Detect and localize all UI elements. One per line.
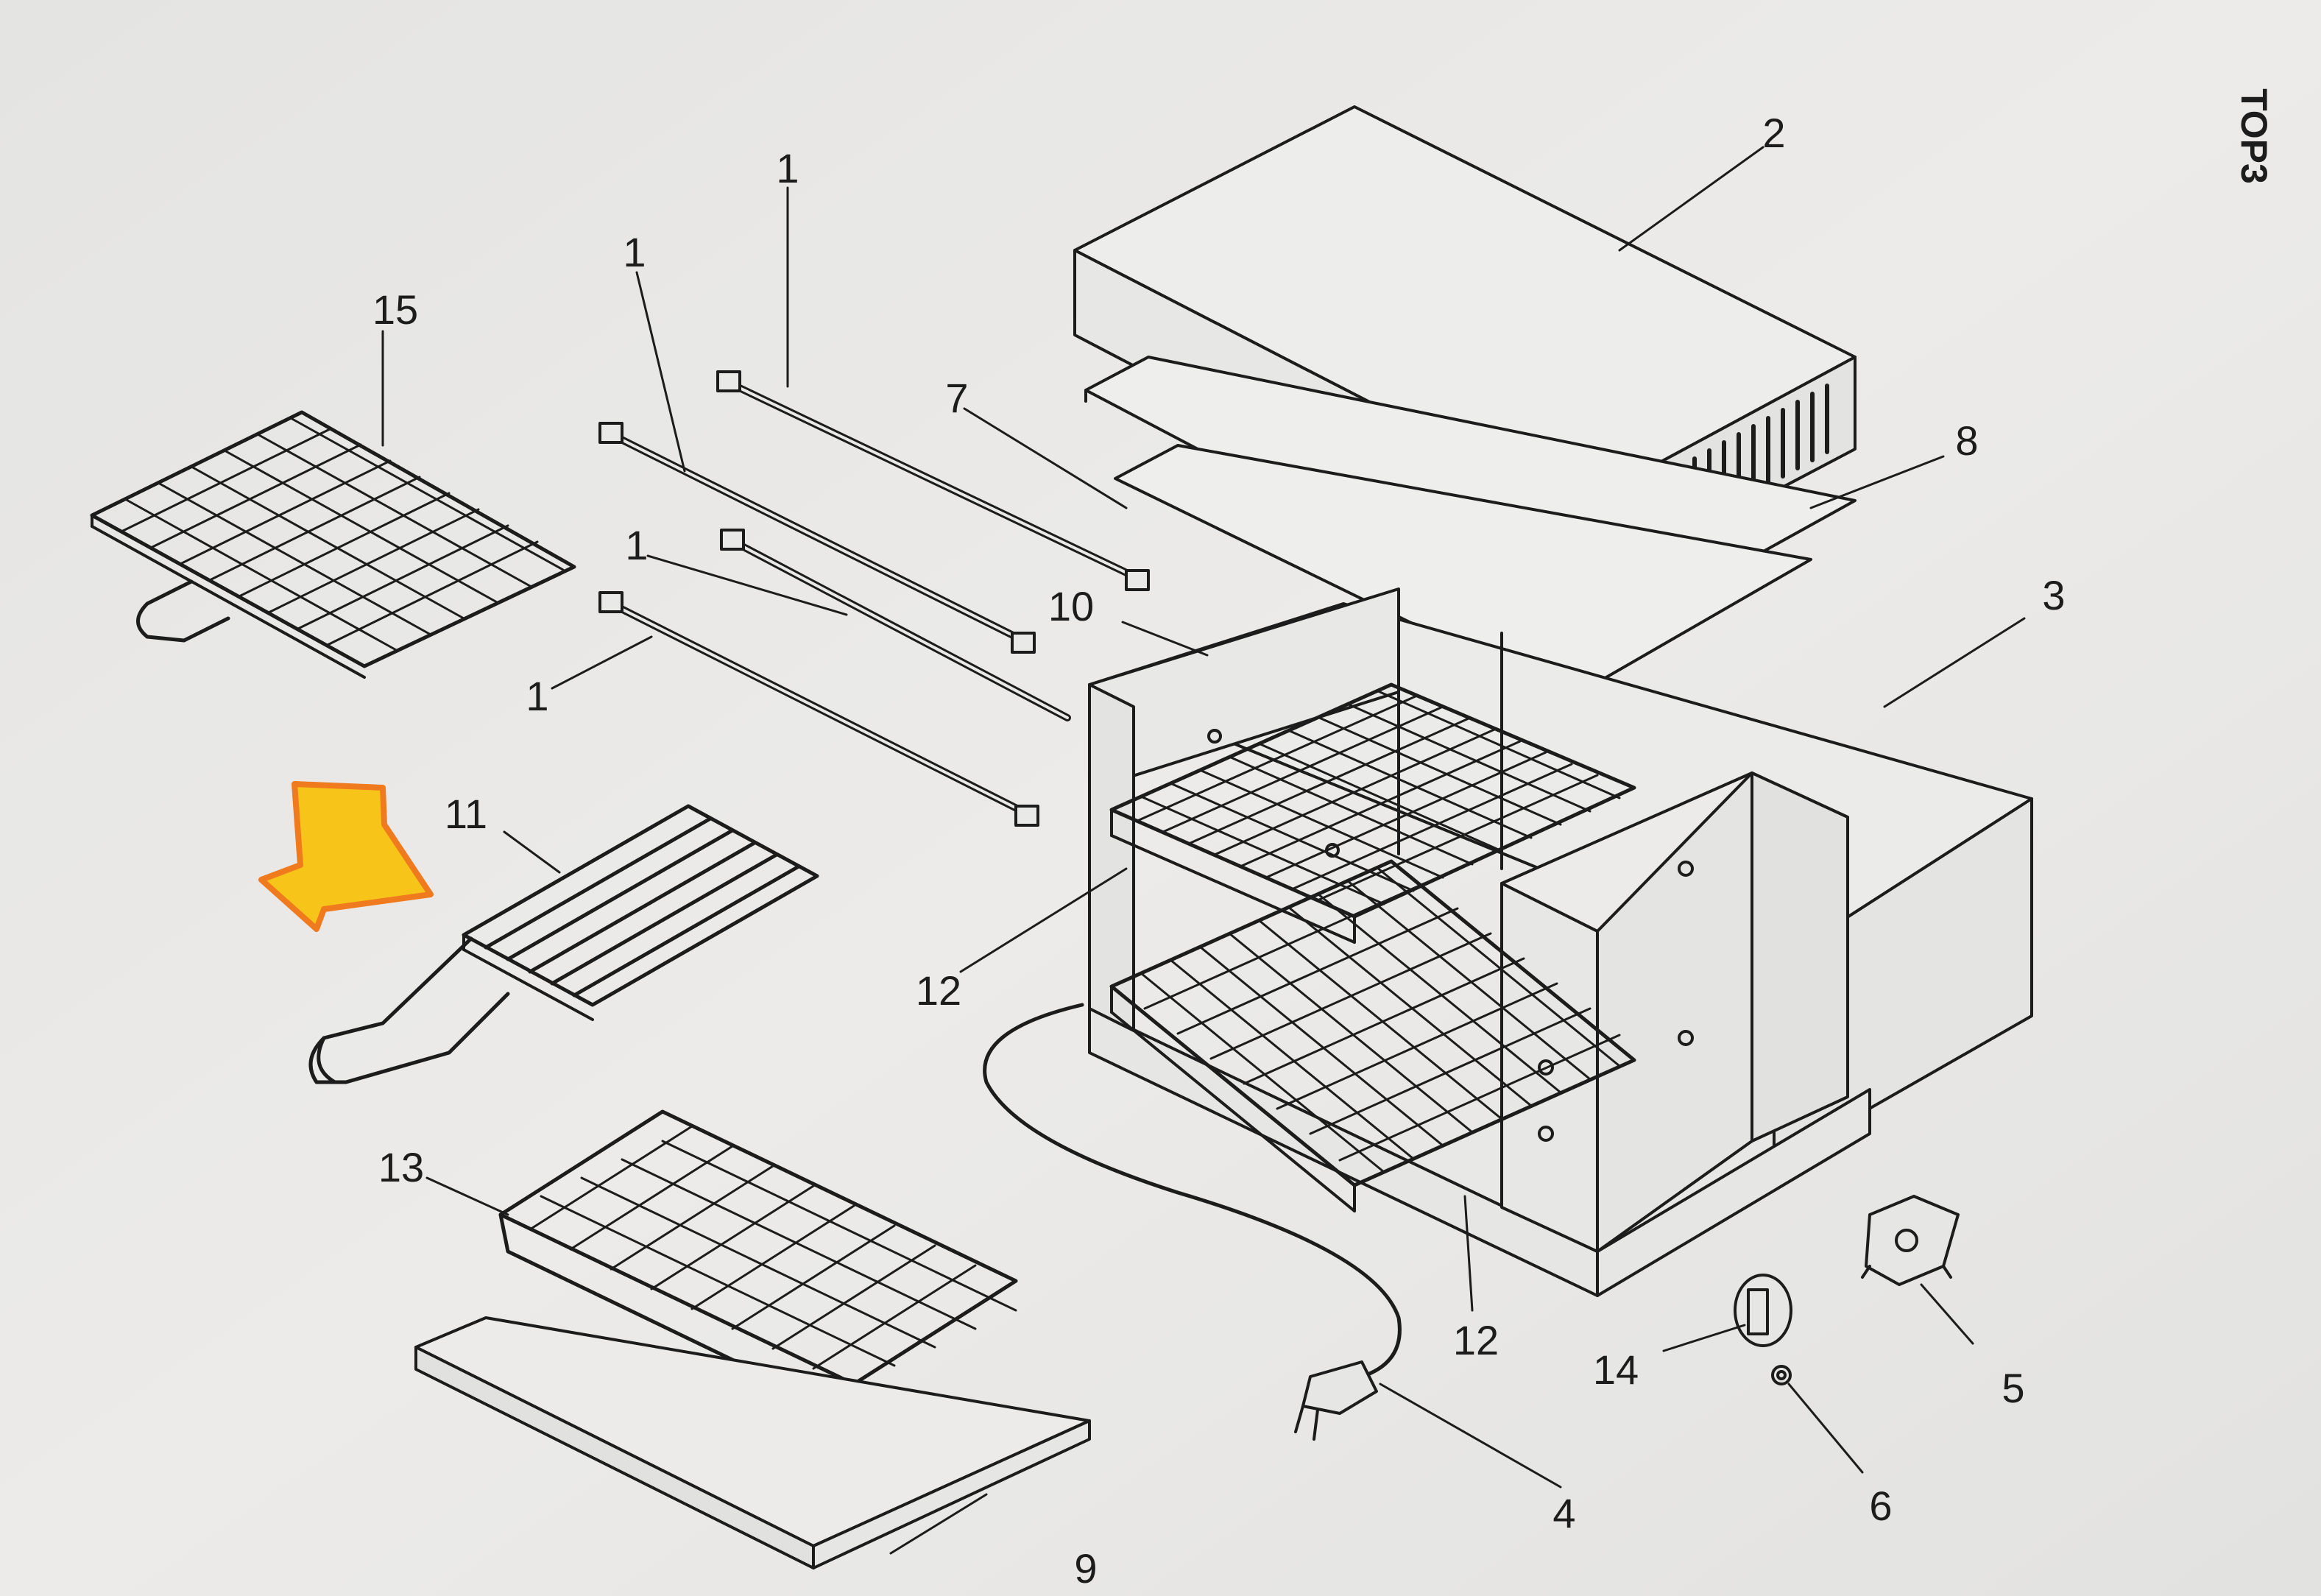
heating-element-4 xyxy=(598,591,1039,827)
callout-2: 2 xyxy=(1762,110,1785,156)
crumb-tray xyxy=(414,1316,1091,1569)
oven-rack-upper xyxy=(1109,682,1636,944)
callout-13: 13 xyxy=(378,1144,424,1190)
callout-12-lower: 12 xyxy=(1453,1317,1499,1363)
callout-11: 11 xyxy=(445,791,487,837)
callout-12-upper: 12 xyxy=(916,967,961,1014)
callout-10: 10 xyxy=(1048,583,1094,629)
grill-basket xyxy=(90,410,576,679)
timer-switch xyxy=(1861,1195,1960,1286)
callout-6: 6 xyxy=(1869,1483,1892,1529)
heating-element-3 xyxy=(720,529,1071,721)
oven-body xyxy=(1088,587,2033,1297)
callout-1-middle: 1 xyxy=(625,522,648,568)
callout-9: 9 xyxy=(1074,1545,1097,1592)
callout-14: 14 xyxy=(1593,1346,1639,1393)
callout-3: 3 xyxy=(2042,572,2065,618)
heating-element-2 xyxy=(598,422,1036,654)
callout-15: 15 xyxy=(372,286,418,333)
callout-1-upper: 1 xyxy=(623,229,646,275)
callout-5: 5 xyxy=(2002,1365,2024,1411)
oven-rack-lower xyxy=(1109,859,1636,1212)
knob-screw xyxy=(1771,1365,1792,1385)
highlight-arrow-icon xyxy=(258,781,434,932)
callout-1-lower: 1 xyxy=(526,673,548,719)
callout-4: 4 xyxy=(1552,1490,1575,1536)
heating-element-1 xyxy=(716,370,1150,591)
power-cord xyxy=(983,1003,1402,1441)
callout-1-top: 1 xyxy=(776,145,799,191)
callout-labels: 1 1 1 1 2 3 4 5 6 7 8 9 10 11 12 12 13 1… xyxy=(372,110,2066,1592)
side-label: TOP3 xyxy=(2233,88,2275,184)
leader-lines xyxy=(381,146,2026,1555)
callout-7: 7 xyxy=(945,375,968,421)
control-knob xyxy=(1734,1274,1792,1347)
callout-8: 8 xyxy=(1955,417,1978,464)
toast-tongs xyxy=(308,804,819,1084)
